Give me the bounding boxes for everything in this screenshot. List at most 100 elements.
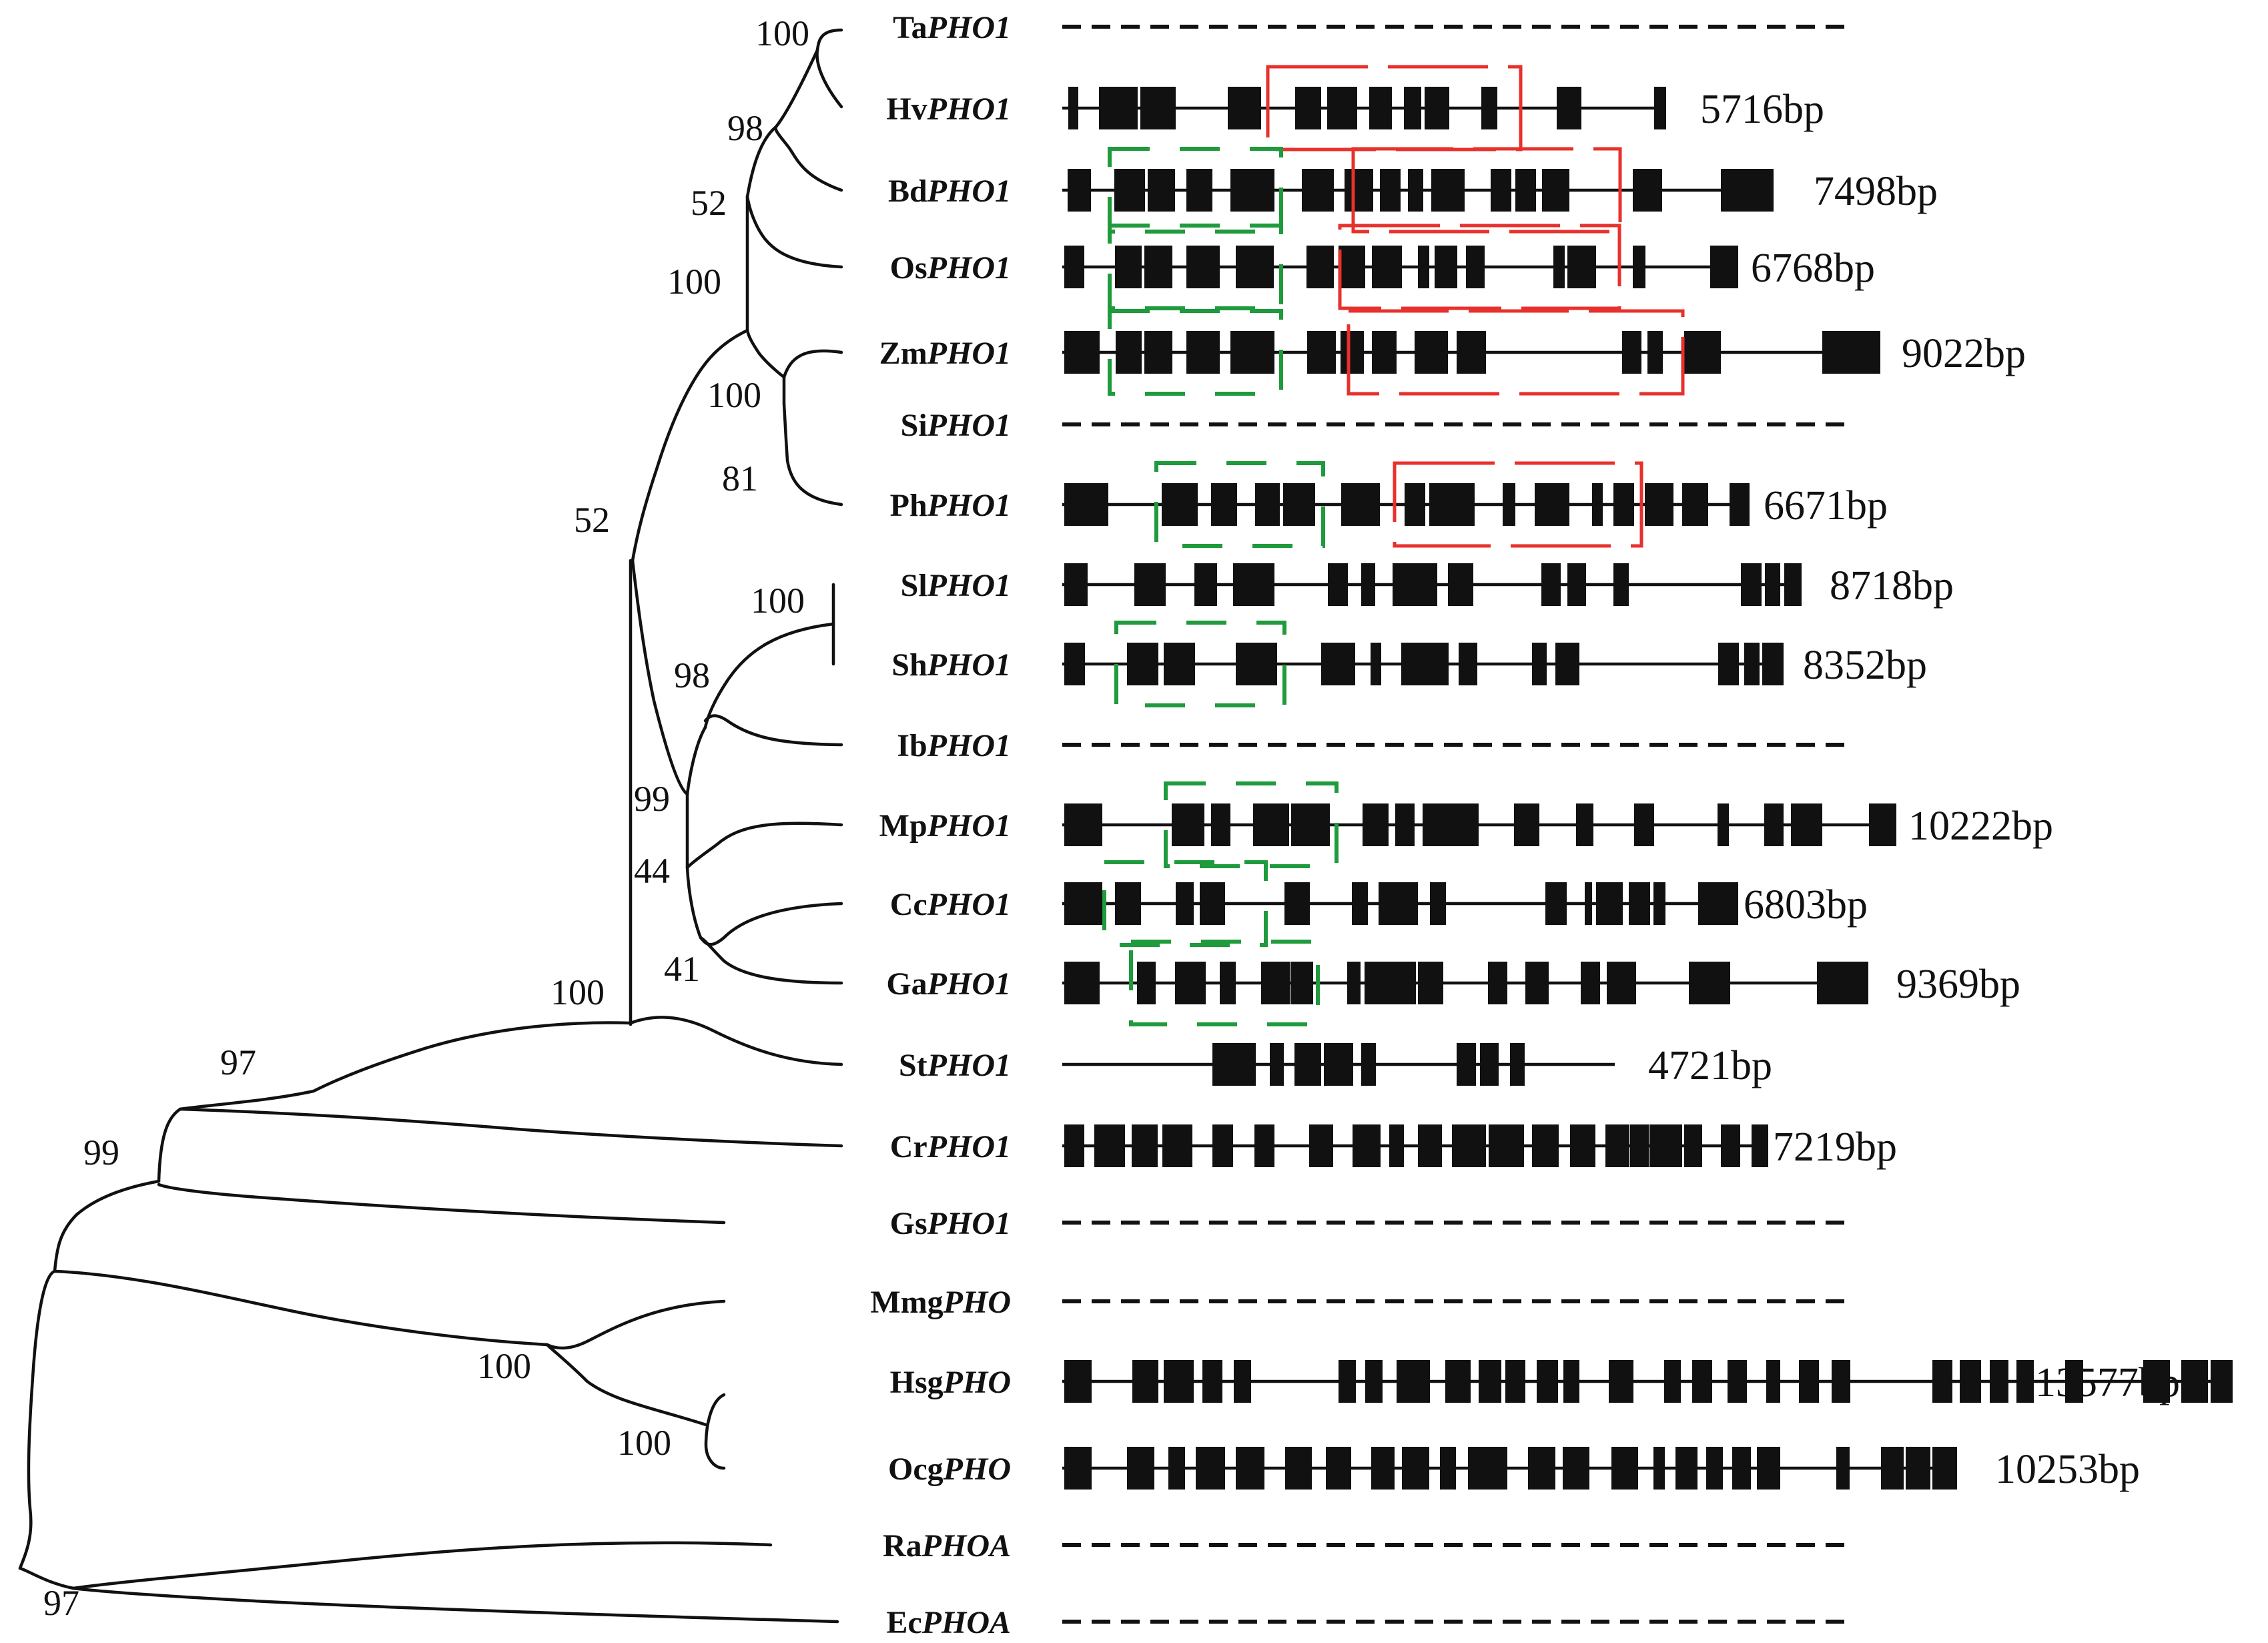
exon-block bbox=[1647, 331, 1663, 374]
gene-label-species: Mp bbox=[879, 808, 927, 844]
exon-block bbox=[1094, 1124, 1125, 1167]
exon-block bbox=[1479, 1360, 1501, 1403]
exon-block bbox=[1607, 962, 1636, 1004]
exon-block bbox=[1611, 1447, 1638, 1490]
gene-label-species: Sl bbox=[901, 568, 927, 603]
exon-block bbox=[1212, 1043, 1256, 1086]
exon-block bbox=[1532, 1124, 1559, 1167]
gene-label-species: Ga bbox=[886, 966, 927, 1002]
exon-block bbox=[1132, 1360, 1158, 1403]
exon-block bbox=[1236, 246, 1274, 288]
exon-block bbox=[1321, 643, 1355, 685]
exon-block bbox=[1440, 1447, 1456, 1490]
gene-label-name: PHO1 bbox=[927, 966, 1011, 1002]
exon-block bbox=[1698, 882, 1738, 925]
exon-block bbox=[1164, 643, 1195, 685]
gene-label-name: PHO1 bbox=[927, 647, 1011, 683]
gene-label: PhPHO1 bbox=[890, 488, 1011, 523]
exon-block bbox=[1757, 1447, 1780, 1490]
exon-block bbox=[1445, 1360, 1471, 1403]
exon-block bbox=[1468, 1447, 1507, 1490]
exon-block bbox=[1423, 803, 1479, 846]
exon-block bbox=[1328, 563, 1348, 606]
exon-block bbox=[2143, 1360, 2170, 1403]
exon-block bbox=[1906, 1447, 1930, 1490]
exon-block bbox=[1425, 87, 1449, 129]
gene-label-name: PHO1 bbox=[927, 336, 1011, 371]
gene-length: 10222bp bbox=[1908, 803, 2053, 849]
exon-block bbox=[1581, 962, 1600, 1004]
gene-label: SlPHO1 bbox=[901, 568, 1011, 603]
exon-block bbox=[1832, 1360, 1850, 1403]
bootstrap-value: 100 bbox=[751, 581, 805, 621]
gene-label-name: PHO1 bbox=[927, 728, 1011, 763]
exon-block bbox=[1068, 87, 1078, 129]
motif-box-green bbox=[1129, 940, 1320, 1026]
exon-block bbox=[1765, 563, 1780, 606]
gene-length: 6768bp bbox=[1751, 246, 1875, 291]
tree-branch-26 bbox=[157, 1107, 182, 1183]
exon-block bbox=[1361, 1043, 1376, 1086]
motif-box-red bbox=[1338, 224, 1621, 310]
exon-block bbox=[2211, 1360, 2233, 1403]
exon-block bbox=[1309, 1124, 1333, 1167]
exon-block bbox=[1211, 803, 1230, 846]
exon-block bbox=[1064, 643, 1085, 685]
exon-block bbox=[1220, 962, 1236, 1004]
tree-branch-35 bbox=[71, 1586, 839, 1624]
gene-label-name: PHO1 bbox=[927, 887, 1011, 922]
exon-block bbox=[1285, 1447, 1312, 1490]
gene-length: 13577bp bbox=[2035, 1360, 2180, 1405]
tree-branch-31 bbox=[545, 1343, 708, 1427]
tree-branch-21 bbox=[631, 559, 689, 796]
exon-block bbox=[1545, 882, 1567, 925]
exon-block bbox=[1990, 1360, 2008, 1403]
gene-lengths: 5716bp7498bp6768bp9022bp6671bp8718bp8352… bbox=[1648, 87, 2180, 1492]
gene-label-species: Os bbox=[890, 250, 927, 286]
exon-block bbox=[1295, 87, 1321, 129]
exon-block bbox=[1721, 169, 1774, 212]
exon-block bbox=[1630, 1124, 1649, 1167]
tree-branch-13 bbox=[703, 622, 835, 729]
exon-block bbox=[1718, 803, 1729, 846]
motif-box-red bbox=[1266, 65, 1523, 151]
exon-block bbox=[1505, 1360, 1525, 1403]
exon-block bbox=[1480, 1043, 1499, 1086]
exon-block bbox=[1634, 803, 1654, 846]
gene-label-name: PHO bbox=[943, 1285, 1011, 1320]
tree-branch-33 bbox=[18, 1269, 57, 1570]
exon-block bbox=[1290, 962, 1313, 1004]
bootstrap-value: 81 bbox=[722, 458, 758, 499]
tree-branch-28 bbox=[53, 1179, 161, 1273]
exon-block bbox=[1186, 246, 1220, 288]
gene-label: IbPHO1 bbox=[897, 728, 1011, 763]
exon-block bbox=[1613, 563, 1629, 606]
exon-block bbox=[1784, 563, 1802, 606]
exon-block bbox=[1542, 169, 1569, 212]
gene-label: BdPHO1 bbox=[888, 174, 1011, 209]
exon-block bbox=[1457, 331, 1486, 374]
gene-length: 9022bp bbox=[1902, 331, 2026, 376]
tree-branch-34 bbox=[71, 1541, 773, 1590]
exon-block bbox=[1148, 169, 1175, 212]
gene-label: MmgPHO bbox=[870, 1285, 1011, 1320]
exon-block bbox=[1127, 643, 1158, 685]
exon-block bbox=[2181, 1360, 2208, 1403]
bootstrap-value: 100 bbox=[707, 375, 761, 415]
exon-block bbox=[1361, 563, 1375, 606]
bootstrap-value: 100 bbox=[667, 262, 721, 302]
exon-block bbox=[1115, 882, 1141, 925]
motif-box-green bbox=[1102, 860, 1268, 947]
bootstrap-value: 44 bbox=[634, 851, 670, 891]
exon-block bbox=[1405, 483, 1425, 526]
gene-label-name: PHO1 bbox=[927, 488, 1011, 523]
exon-block bbox=[1525, 962, 1549, 1004]
gene-structures bbox=[1062, 25, 2233, 1624]
exon-block bbox=[1140, 87, 1176, 129]
bootstrap-value: 52 bbox=[574, 500, 610, 540]
tree-branch-18 bbox=[699, 936, 843, 985]
gene-length: 10253bp bbox=[1995, 1447, 2140, 1492]
gene-label-name: PHO1 bbox=[927, 568, 1011, 603]
exon-block bbox=[1389, 1124, 1404, 1167]
